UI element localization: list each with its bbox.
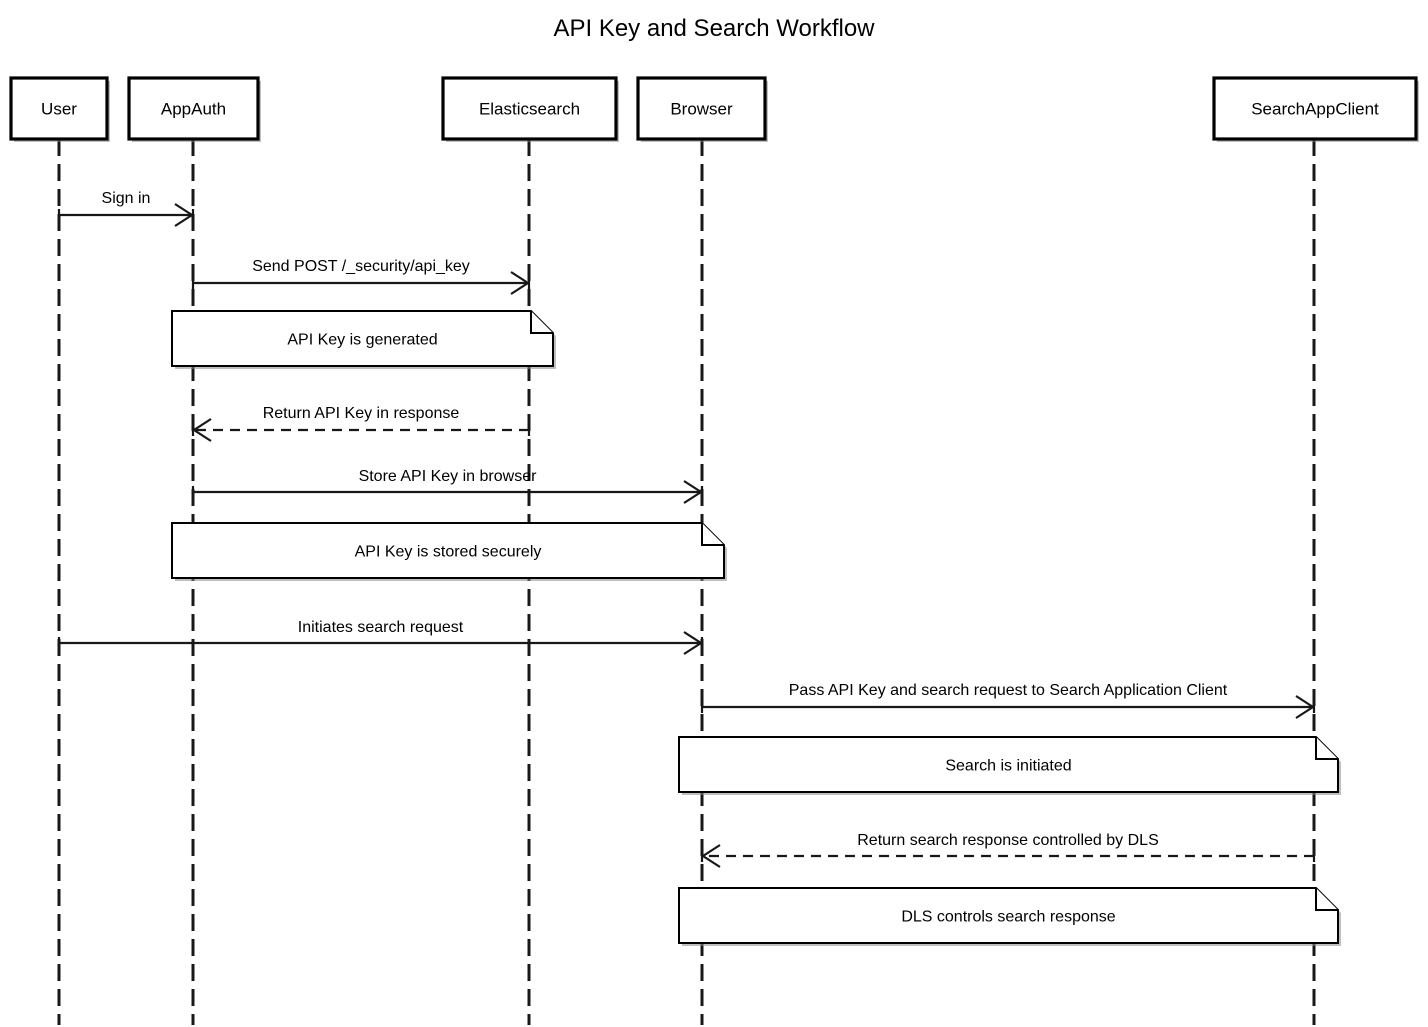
participant-label: Browser xyxy=(670,100,733,119)
participant-box xyxy=(9,76,109,141)
participant-box xyxy=(1212,76,1418,141)
lifelines-layer xyxy=(57,139,1316,1025)
participant-label: AppAuth xyxy=(161,100,226,119)
message-label: Send POST /_security/api_key xyxy=(252,258,470,275)
participant-label: User xyxy=(41,100,77,119)
note-body xyxy=(678,736,1339,793)
note-n3: Search is initiated xyxy=(678,736,1341,795)
note-n2: API Key is stored securely xyxy=(171,522,727,581)
page-title: API Key and Search Workflow xyxy=(553,15,875,42)
arrow-head-icon xyxy=(683,631,704,655)
note-text: DLS controls search response xyxy=(901,909,1115,926)
message-label: Sign in xyxy=(102,190,151,207)
note-text: API Key is stored securely xyxy=(355,544,542,561)
message-m3: Return API Key in response xyxy=(191,405,531,442)
arrow-head-icon xyxy=(1295,695,1316,719)
note-body xyxy=(678,887,1339,944)
message-m2: Send POST /_security/api_key xyxy=(191,258,531,295)
participant-appauth[interactable]: AppAuth xyxy=(127,76,261,142)
participant-client[interactable]: SearchAppClient xyxy=(1212,76,1419,142)
participant-box xyxy=(127,76,260,141)
note-body xyxy=(171,522,725,579)
message-label: Initiates search request xyxy=(298,619,464,636)
note-text: Search is initiated xyxy=(945,758,1071,775)
participant-user[interactable]: User xyxy=(9,76,110,142)
messages-layer: Sign in Send POST /_security/api_keyRetur… xyxy=(57,190,1316,868)
participant-label: Elasticsearch xyxy=(479,100,580,119)
note-n4: DLS controls search response xyxy=(678,887,1341,946)
participant-label: SearchAppClient xyxy=(1251,100,1379,119)
participant-box xyxy=(636,76,767,141)
message-label: Return search response controlled by DLS xyxy=(857,832,1159,849)
participant-box xyxy=(441,76,618,141)
arrow-head-icon xyxy=(191,418,212,442)
arrow-head-icon xyxy=(700,844,721,868)
message-m6: Pass API Key and search request to Searc… xyxy=(700,682,1316,719)
message-m5: Initiates search request xyxy=(57,619,704,655)
message-label: Pass API Key and search request to Searc… xyxy=(789,682,1228,699)
note-fold-corner-icon xyxy=(1315,737,1338,760)
message-m4: Store API Key in browser xyxy=(191,468,704,504)
participant-browser[interactable]: Browser xyxy=(636,76,768,142)
arrow-head-icon xyxy=(174,203,195,227)
participant-elastic[interactable]: Elasticsearch xyxy=(441,76,619,142)
participants-layer: User AppAuth Elasticsearch Browser SearchApp… xyxy=(9,76,1419,142)
note-fold-corner-icon xyxy=(701,523,724,546)
arrow-head-icon xyxy=(510,271,531,295)
note-n1: API Key is generated xyxy=(171,310,556,369)
note-body xyxy=(171,310,554,367)
message-m1: Sign in xyxy=(57,190,195,227)
note-text: API Key is generated xyxy=(287,332,437,349)
arrow-head-icon xyxy=(683,480,704,504)
note-fold-corner-icon xyxy=(1315,888,1338,911)
message-label: Return API Key in response xyxy=(263,405,460,422)
note-fold-corner-icon xyxy=(530,311,553,334)
message-m7: Return search response controlled by DLS xyxy=(700,832,1316,868)
message-label: Store API Key in browser xyxy=(359,468,538,485)
